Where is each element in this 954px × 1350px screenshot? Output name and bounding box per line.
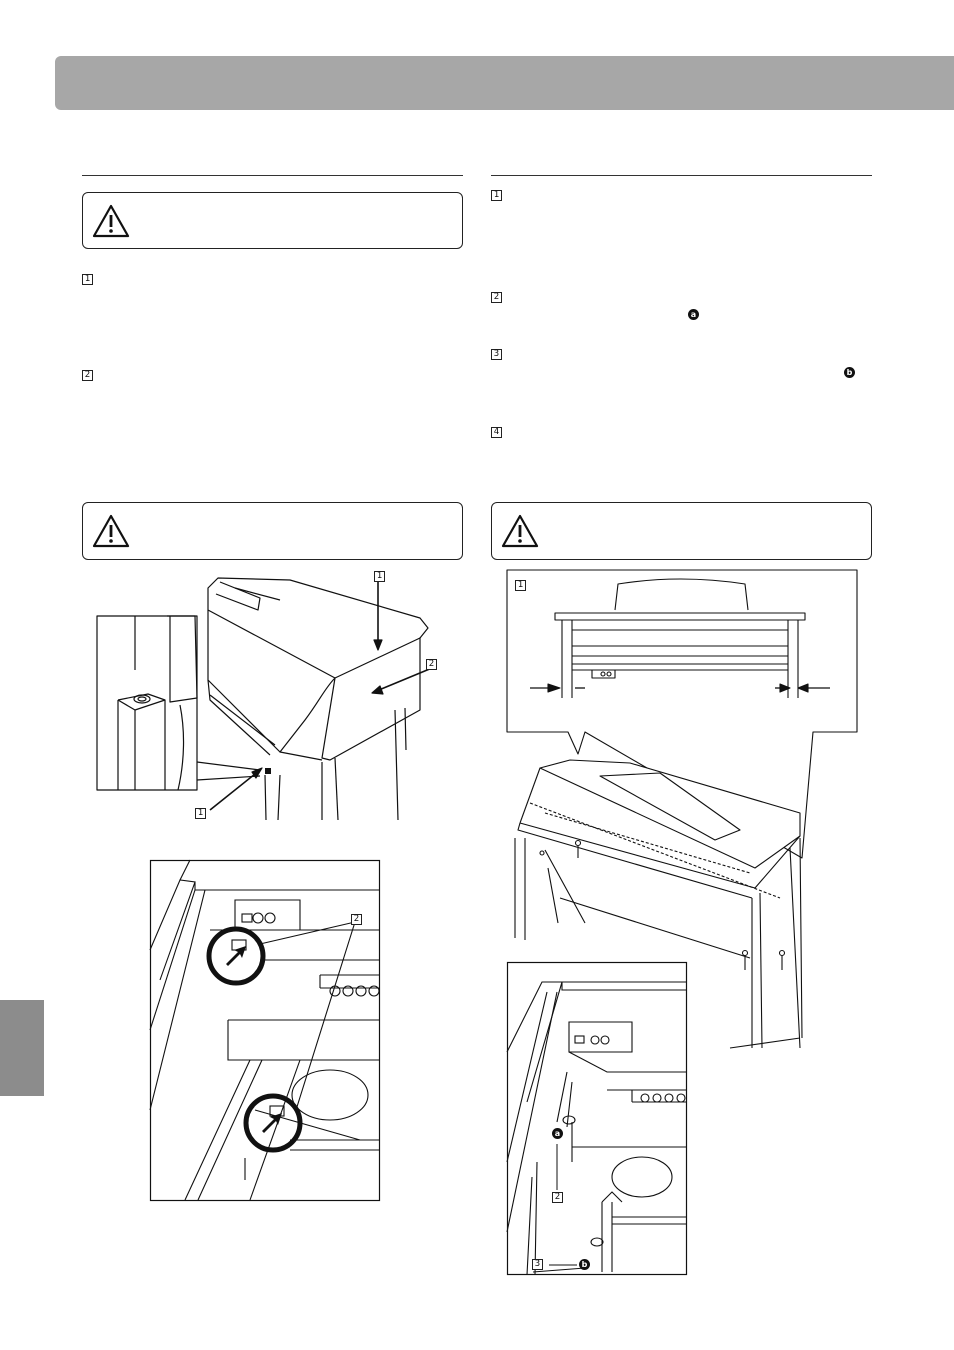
figure-piano-side-panel bbox=[96, 577, 433, 821]
fig2-label-2: 2 bbox=[351, 914, 362, 925]
right-step-2-marker: 2 bbox=[491, 292, 502, 303]
fig4-label-3: 3 bbox=[532, 1259, 543, 1270]
fig3-label-1: 1 bbox=[515, 580, 526, 591]
fig1-label-1-bottom: 1 bbox=[195, 808, 206, 819]
warning-triangle-icon bbox=[92, 204, 130, 238]
warning-box-2 bbox=[82, 502, 463, 560]
left-step-1-marker: 1 bbox=[82, 274, 93, 285]
right-step-3-marker: 3 bbox=[491, 349, 502, 360]
right-bullet-a: a bbox=[688, 309, 699, 320]
side-tab bbox=[0, 1000, 44, 1096]
right-step-4-marker: 4 bbox=[491, 427, 502, 438]
fig1-label-1-top: 1 bbox=[374, 571, 385, 582]
warning-triangle-icon bbox=[92, 514, 130, 548]
figure-screw-closeup bbox=[506, 961, 688, 1276]
warning-triangle-icon bbox=[501, 514, 539, 548]
left-section-rule bbox=[82, 175, 463, 176]
fig1-label-2: 2 bbox=[426, 659, 437, 670]
right-step-1-marker: 1 bbox=[491, 190, 502, 201]
fig4-bullet-b: b bbox=[579, 1259, 590, 1270]
left-step-2-marker: 2 bbox=[82, 370, 93, 381]
figure-underside-brackets bbox=[149, 859, 381, 1202]
warning-box-3 bbox=[491, 502, 872, 560]
fig4-bullet-a: a bbox=[552, 1128, 563, 1139]
right-bullet-b: b bbox=[844, 367, 855, 378]
right-section-rule bbox=[491, 175, 872, 176]
header-bar bbox=[55, 56, 954, 110]
figure-front-view-clearance bbox=[506, 569, 858, 1049]
fig4-label-2: 2 bbox=[552, 1192, 563, 1203]
warning-box-1 bbox=[82, 192, 463, 249]
